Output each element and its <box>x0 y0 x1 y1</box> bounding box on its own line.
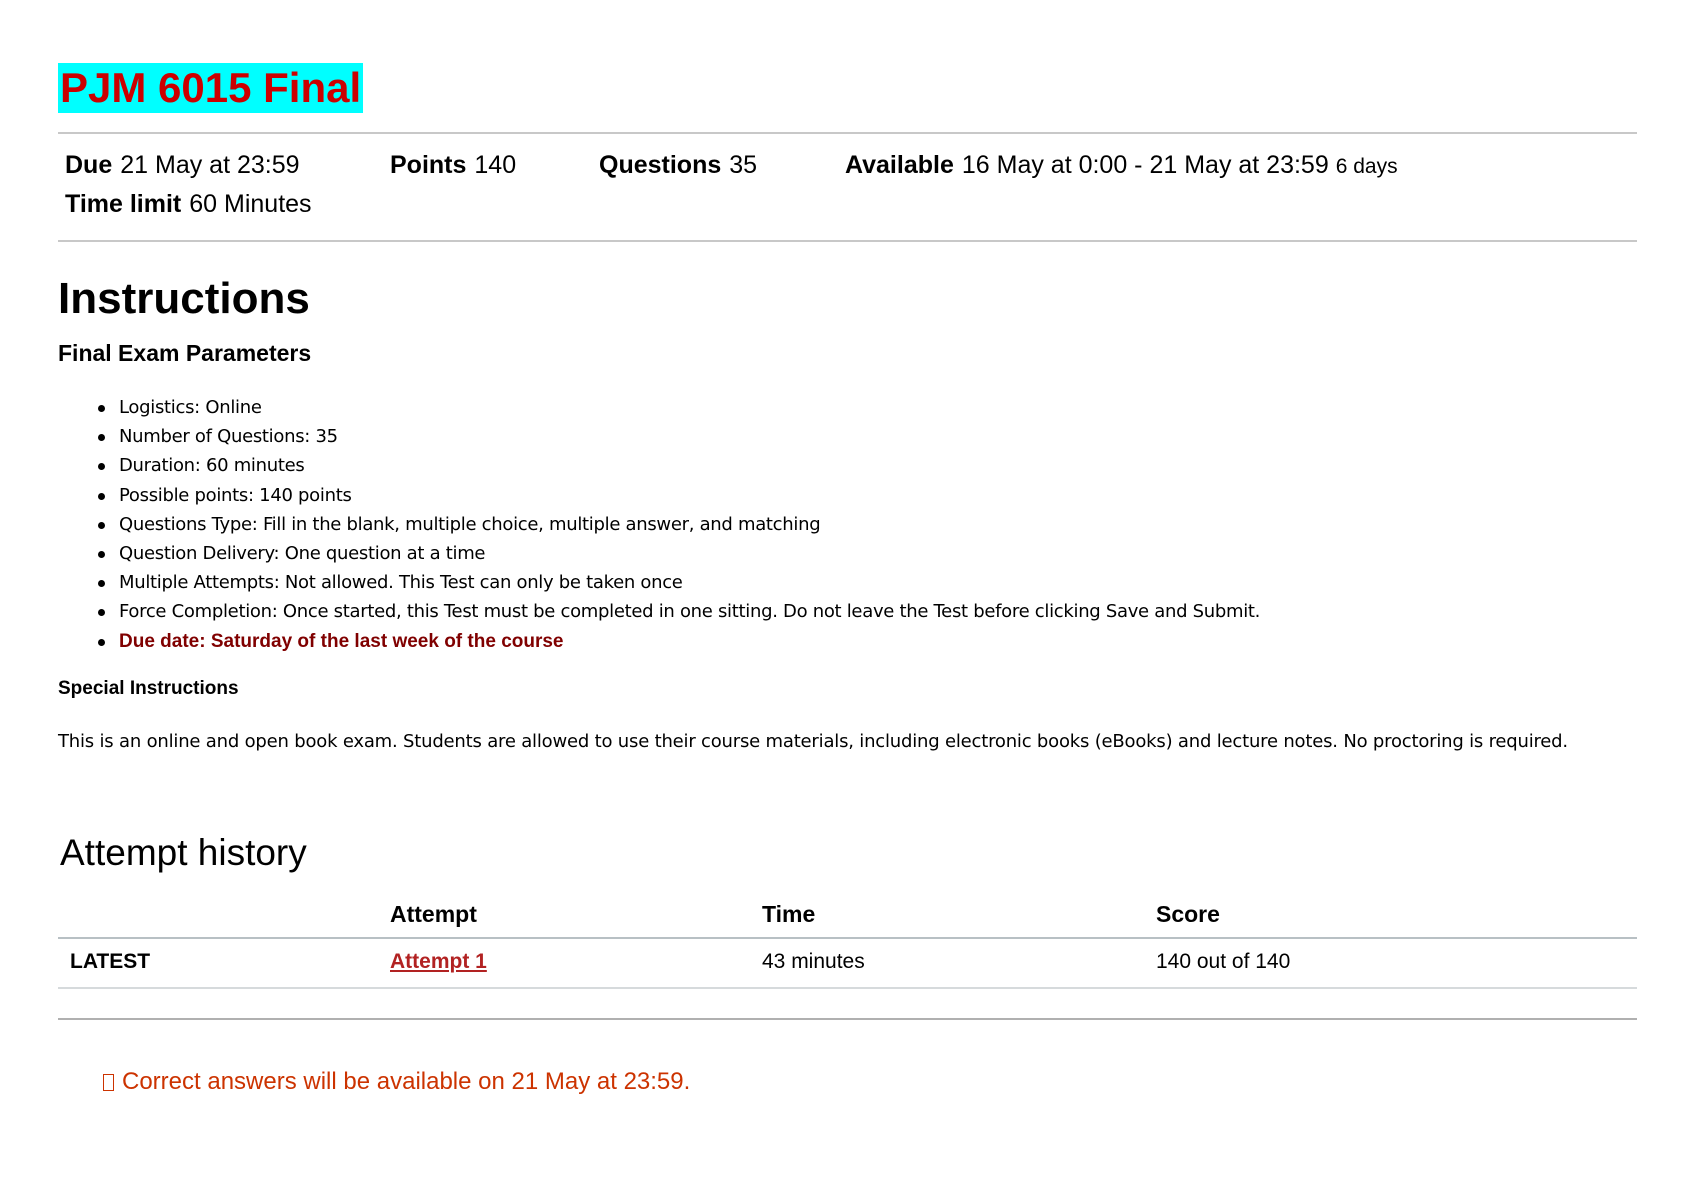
list-item: Question Delivery: One question at a tim… <box>98 539 1260 568</box>
parameters-heading: Final Exam Parameters <box>58 340 312 366</box>
divider <box>58 240 1637 242</box>
correct-answers-notice: Correct answers will be available on 21 … <box>103 1068 690 1096</box>
divider <box>58 1018 1637 1020</box>
special-instructions-text: This is an online and open book exam. St… <box>58 731 1568 752</box>
points-label: Points <box>390 151 467 179</box>
due-value: 21 May at 23:59 <box>120 151 300 179</box>
row-divider <box>58 987 1637 989</box>
questions-value: 35 <box>729 151 758 179</box>
list-item: Number of Questions: 35 <box>98 422 1260 451</box>
attempt-history-heading: Attempt history <box>60 832 307 873</box>
latest-label: LATEST <box>70 950 151 973</box>
due-date-item: Due date: Saturday of the last week of t… <box>98 627 1260 656</box>
questions-label: Questions <box>599 151 722 179</box>
points-value: 140 <box>474 151 517 179</box>
list-item: Possible points: 140 points <box>98 481 1260 510</box>
parameters-list: Logistics: Online Number of Questions: 3… <box>98 393 1260 656</box>
attempt-time: 43 minutes <box>762 950 865 973</box>
instructions-heading: Instructions <box>58 274 310 323</box>
time-limit-value: 60 Minutes <box>189 190 312 218</box>
list-item: Questions Type: Fill in the blank, multi… <box>98 510 1260 539</box>
attempt-score: 140 out of 140 <box>1156 950 1291 973</box>
column-header-score: Score <box>1156 901 1220 927</box>
special-instructions-heading: Special Instructions <box>58 678 239 699</box>
list-item: Force Completion: Once started, this Tes… <box>98 597 1260 626</box>
due-label: Due <box>65 151 113 179</box>
notice-text: Correct answers will be available on 21 … <box>122 1068 691 1095</box>
time-limit-label: Time limit <box>65 190 182 218</box>
available-duration: 6 days <box>1335 155 1398 178</box>
list-item: Logistics: Online <box>98 393 1260 422</box>
info-icon <box>103 1074 114 1091</box>
available-value: 16 May at 0:00 - 21 May at 23:59 <box>961 151 1329 179</box>
column-header-attempt: Attempt <box>390 901 477 927</box>
available-label: Available <box>845 151 954 179</box>
attempt-link[interactable]: Attempt 1 <box>390 950 487 973</box>
column-header-time: Time <box>762 901 816 927</box>
page-title: PJM 6015 Final <box>58 63 364 113</box>
divider <box>58 132 1637 134</box>
list-item: Duration: 60 minutes <box>98 451 1260 480</box>
list-item: Multiple Attempts: Not allowed. This Tes… <box>98 568 1260 597</box>
table-header-line <box>58 937 1637 939</box>
